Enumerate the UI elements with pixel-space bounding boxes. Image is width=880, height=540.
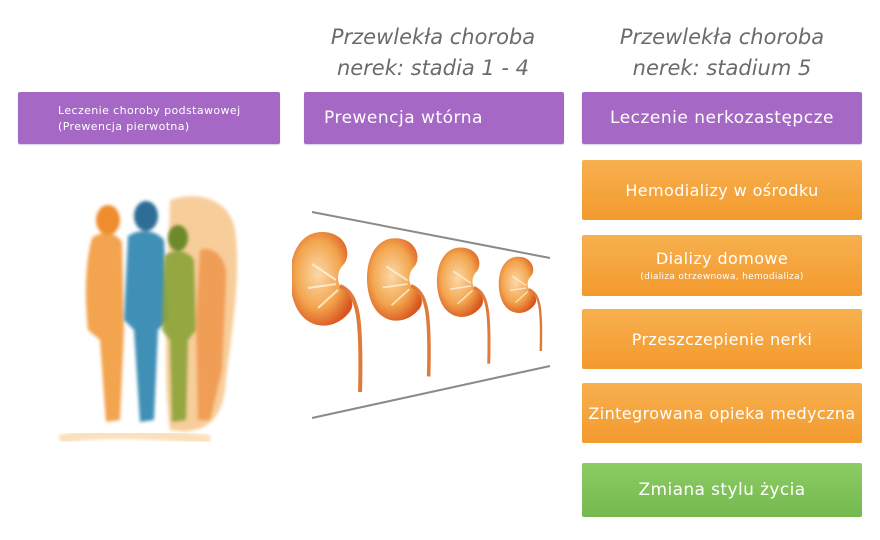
header-primary-line2: (Prewencja pierwotna) [58,119,190,133]
treatment-integrated-care: Zintegrowana opieka medyczna [582,383,862,443]
treatment-label: Przeszczepienie nerki [631,329,813,349]
header-secondary-label: Prewencja wtórna [324,108,483,128]
people-illustration [58,196,238,445]
kidney-progression [292,232,543,392]
person-blue [124,201,168,422]
stage-title-ckd-1-4: Przewlekła choroba nerek: stadia 1 - 4 [300,22,566,84]
header-rrt-label: Leczenie nerkozastępcze [610,108,834,128]
stage-title-ckd-5: Przewlekła choroba nerek: stadium 5 [582,22,862,84]
kidney-icon [292,232,363,392]
person-green [162,225,196,422]
stage-title-line: Przewlekła choroba [619,25,825,49]
stage-title-line: Przewlekła choroba [330,25,536,49]
funnel-lines [311,211,551,419]
treatment-sublabel: (dializa otrzewnowa, hemodializa) [640,272,804,282]
stage-title-line: nerek: stadium 5 [632,56,812,80]
kidney-icon [436,247,491,364]
header-primary-prevention: Leczenie choroby podstawowej (Prewencja … [18,92,280,144]
person-orange [85,205,124,422]
treatment-label: Zintegrowana opieka medyczna [588,403,856,423]
funnel-line-top [311,211,551,259]
header-secondary-prevention: Prewencja wtórna [304,92,564,144]
header-rrt: Leczenie nerkozastępcze [582,92,862,144]
treatment-in-center-hemodialysis: Hemodializy w ośrodku [582,160,862,220]
treatment-label: Dializy domowe [655,249,789,268]
lifestyle-change: Zmiana stylu życia [582,463,862,517]
kidney-icon [366,238,431,377]
stage-title-line: nerek: stadia 1 - 4 [336,56,530,80]
treatment-home-dialysis: Dializy domowe (dializa otrzewnowa, hemo… [582,235,862,296]
header-primary-line1: Leczenie choroby podstawowej [58,103,241,117]
funnel-line-bottom [311,365,551,419]
treatment-label: Hemodializy w ośrodku [625,180,819,200]
treatment-kidney-transplant: Przeszczepienie nerki [582,309,862,369]
lifestyle-label: Zmiana stylu życia [638,480,806,500]
kidney-icon [498,256,543,352]
